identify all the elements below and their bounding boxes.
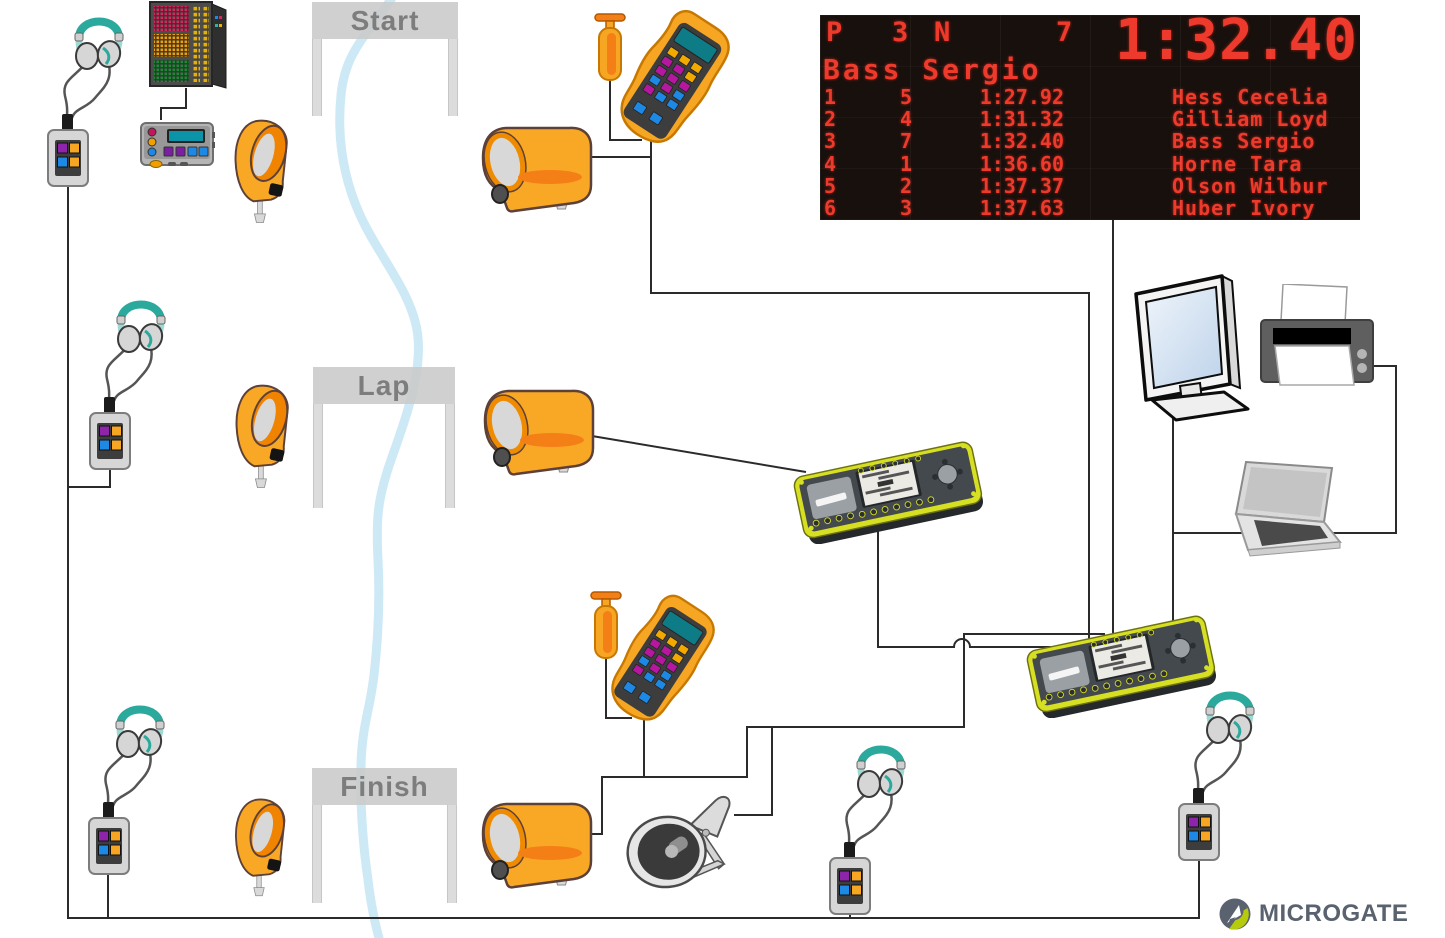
wire-finish-button	[605, 656, 632, 719]
laptop	[1235, 461, 1341, 557]
gate-start-post-right	[448, 39, 458, 116]
scoreboard-position-value: 3	[892, 17, 909, 48]
reflector-lap	[235, 384, 294, 489]
gate-finish: Finish	[312, 768, 457, 903]
wire-start-display	[160, 88, 187, 120]
scoreboard-position-label: P	[826, 17, 843, 48]
gate-lap: Lap	[313, 367, 455, 508]
intercom-set-start	[45, 4, 140, 194]
wire-finish-chain	[592, 633, 1105, 835]
gate-finish-post-right	[447, 805, 457, 903]
microgate-logo: MICROGATE	[1218, 897, 1408, 931]
timing-console-primary	[791, 439, 986, 544]
printer	[1260, 284, 1374, 386]
intercom-set-finish	[86, 692, 181, 882]
handheld-terminal-finish	[597, 590, 725, 732]
gate-lap-post-left	[313, 404, 323, 508]
intercom-set-announcer	[827, 732, 922, 922]
gate-start-post-left	[312, 39, 322, 116]
gate-start-label: Start	[312, 2, 458, 39]
wire-lap-photocell	[591, 435, 807, 473]
photocell-start	[476, 122, 596, 217]
scoreboard-bib-label: N	[934, 17, 951, 48]
monitor	[1134, 274, 1250, 422]
gate-finish-post-left	[312, 805, 322, 903]
handheld-terminal-start	[606, 5, 740, 155]
gate-lap-post-right	[445, 404, 455, 508]
horn-speaker	[621, 795, 739, 893]
wire-start-button	[609, 80, 642, 141]
wire-console-link	[877, 518, 1100, 648]
start-controller	[140, 122, 215, 169]
led-start-display	[149, 1, 227, 89]
microgate-wordmark: MICROGATE	[1259, 900, 1409, 927]
gate-start: Start	[312, 2, 458, 116]
gate-lap-label: Lap	[313, 367, 455, 404]
reflector-start	[234, 119, 293, 224]
photocell-finish	[476, 798, 596, 893]
scoreboard-current-athlete: Bass Sergio	[823, 53, 1042, 86]
wire-speaker	[734, 727, 773, 816]
wire-intercom-party-line	[67, 186, 1200, 919]
photocell-lap	[478, 385, 598, 480]
reflector-finish	[235, 798, 291, 897]
microgate-logo-icon	[1219, 898, 1251, 930]
timing-console-main	[1024, 613, 1219, 718]
wire-intercom-mid-branch	[69, 463, 111, 488]
scoreboard-bib-value: 7	[1056, 17, 1073, 48]
wire-start-to-console	[650, 130, 1090, 645]
intercom-set-lap	[87, 287, 182, 477]
gate-finish-label: Finish	[312, 768, 457, 805]
scoreboard-running-time: 1:32.40	[1114, 15, 1358, 73]
